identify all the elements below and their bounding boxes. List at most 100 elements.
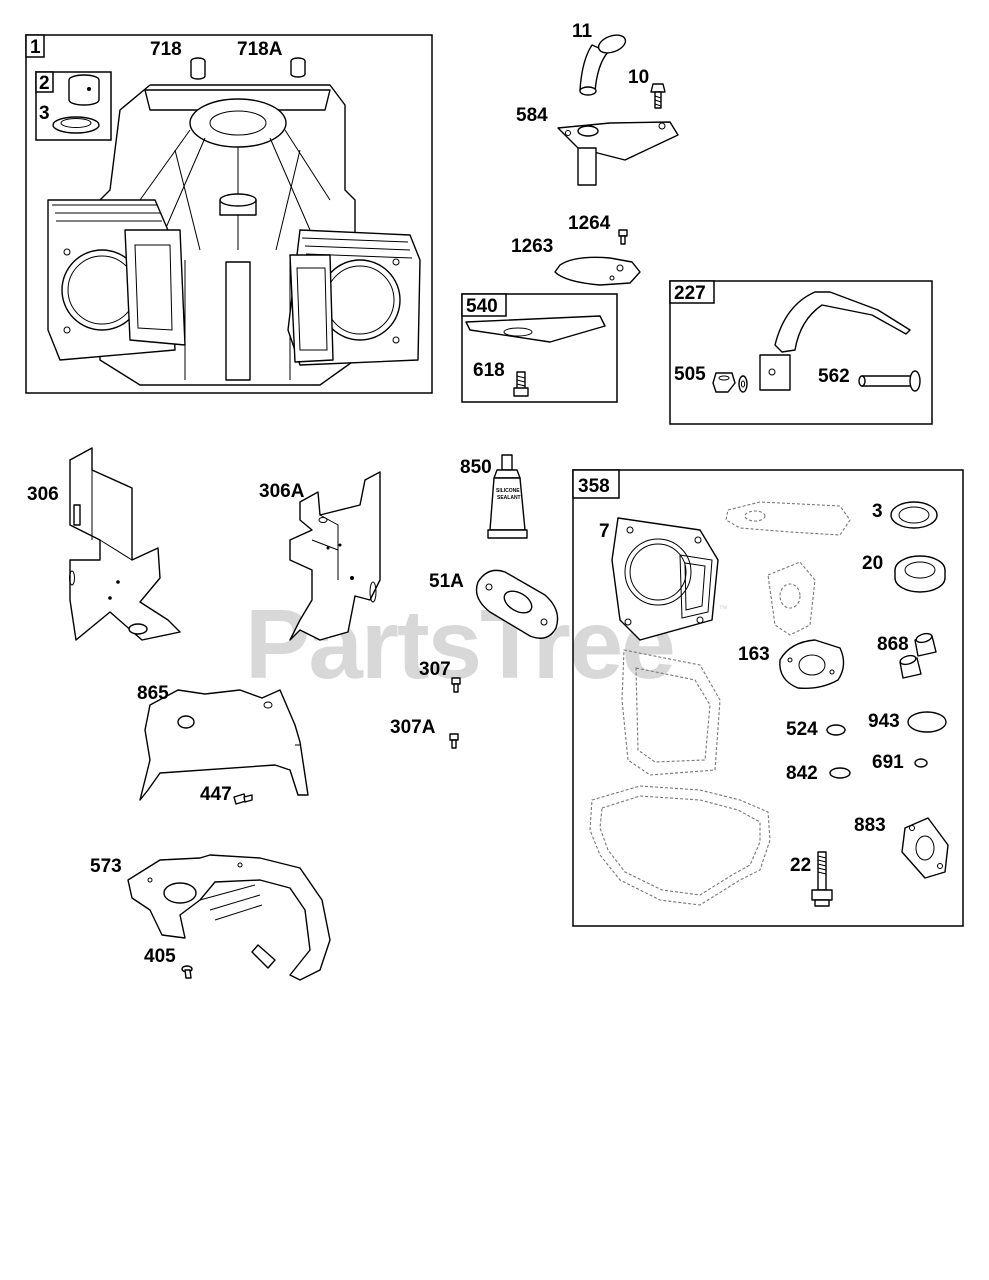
label-447: 447 bbox=[200, 784, 232, 805]
bracket-part-227[interactable] bbox=[774, 291, 911, 353]
bushing-part-2[interactable] bbox=[68, 74, 100, 106]
dashed-gasket-cover bbox=[621, 649, 721, 776]
plate-part-865[interactable] bbox=[139, 689, 309, 801]
breather-plate-part-584[interactable] bbox=[557, 121, 679, 186]
cylinder-block-part-1[interactable] bbox=[47, 84, 421, 386]
label-51A: 51A bbox=[429, 571, 464, 592]
gasket-part-883[interactable] bbox=[901, 817, 949, 879]
screw-part-618[interactable] bbox=[513, 371, 529, 397]
label-573: 573 bbox=[90, 856, 122, 877]
label-307: 307 bbox=[419, 659, 451, 680]
group-358-tag: 358 bbox=[578, 476, 610, 497]
nut-part-505[interactable] bbox=[712, 372, 736, 393]
group-227-frame bbox=[669, 280, 933, 425]
group-227-bracket-kit[interactable]: 227 505 562 bbox=[669, 280, 933, 425]
elbow-part-11[interactable] bbox=[579, 32, 628, 96]
sealant-tube-text-1: SILICONE bbox=[496, 488, 520, 494]
screw-part-307A[interactable] bbox=[449, 733, 459, 749]
dashed-gasket-top-hole bbox=[744, 510, 766, 522]
oring-part-691[interactable] bbox=[914, 758, 928, 768]
dowel-part-718A[interactable] bbox=[290, 57, 306, 78]
cover-part-1263[interactable] bbox=[554, 256, 641, 286]
label-22: 22 bbox=[790, 855, 811, 876]
shield-part-573[interactable] bbox=[127, 854, 331, 981]
dowel-part-718[interactable] bbox=[190, 57, 206, 80]
screw-part-10[interactable] bbox=[650, 83, 666, 109]
bolt-part-22[interactable] bbox=[811, 851, 833, 907]
group-1-tag-box bbox=[25, 34, 45, 58]
label-850: 850 bbox=[460, 457, 492, 478]
group-358-frame bbox=[572, 469, 964, 927]
label-584: 584 bbox=[516, 105, 548, 126]
group-2-tag-box bbox=[35, 71, 54, 93]
label-718A: 718A bbox=[237, 39, 283, 60]
oring-part-842[interactable] bbox=[829, 767, 851, 779]
label-3-kit: 3 bbox=[872, 501, 883, 522]
label-618: 618 bbox=[473, 360, 505, 381]
dashed-gasket-mid-hole bbox=[779, 583, 801, 609]
group-540-tag: 540 bbox=[466, 296, 498, 317]
label-505: 505 bbox=[674, 364, 706, 385]
group-540-tag-box bbox=[461, 293, 507, 317]
dashed-gasket-mid bbox=[767, 561, 816, 636]
label-306: 306 bbox=[27, 484, 59, 505]
head-gasket-part-7[interactable] bbox=[611, 517, 719, 641]
baffle-part-306A[interactable] bbox=[289, 471, 381, 641]
label-1264: 1264 bbox=[568, 213, 611, 234]
label-718: 718 bbox=[150, 39, 182, 60]
label-306A: 306A bbox=[259, 481, 305, 502]
group-358-tag-box bbox=[572, 469, 620, 499]
gasket-part-163[interactable] bbox=[779, 639, 845, 690]
label-163: 163 bbox=[738, 644, 770, 665]
label-865: 865 bbox=[137, 683, 169, 704]
group-1-tag: 1 bbox=[30, 37, 41, 58]
washer-part-505[interactable] bbox=[738, 375, 748, 393]
label-20: 20 bbox=[862, 553, 883, 574]
label-691: 691 bbox=[872, 752, 904, 773]
screw-part-1264[interactable] bbox=[618, 229, 628, 245]
sealant-tube-part-850[interactable]: SILICONE SEALANT bbox=[487, 454, 528, 539]
gasket-part-51A[interactable] bbox=[475, 569, 559, 639]
baffle-part-540[interactable] bbox=[465, 315, 606, 343]
label-842: 842 bbox=[786, 763, 818, 784]
baffle-part-306[interactable] bbox=[69, 447, 181, 641]
screw-part-307[interactable] bbox=[451, 677, 461, 693]
label-405: 405 bbox=[144, 946, 176, 967]
dashed-gasket-sump-inner bbox=[599, 795, 761, 896]
dashed-gasket-sump bbox=[589, 785, 771, 906]
label-307A: 307A bbox=[390, 717, 436, 738]
group-227-tag-box bbox=[669, 280, 715, 304]
pin-part-562[interactable] bbox=[858, 370, 921, 392]
label-868: 868 bbox=[877, 634, 909, 655]
label-943: 943 bbox=[868, 711, 900, 732]
group-1-cylinder-assembly[interactable]: 1 2 3 718 718A bbox=[25, 34, 433, 394]
group-540-baffle-kit[interactable]: 540 618 bbox=[461, 293, 618, 403]
group-1-frame bbox=[25, 34, 433, 394]
group-2-frame bbox=[35, 71, 112, 141]
screw-part-447[interactable] bbox=[233, 793, 253, 805]
sealant-tube-text-2: SEALANT bbox=[497, 495, 521, 501]
label-1263: 1263 bbox=[511, 236, 553, 257]
label-10: 10 bbox=[628, 67, 649, 88]
seal-part-3[interactable] bbox=[52, 116, 100, 134]
plug-part-868[interactable] bbox=[899, 632, 937, 679]
group-358-gasket-set[interactable]: 358 7 3 20 bbox=[572, 469, 964, 927]
oring-part-524[interactable] bbox=[826, 724, 846, 736]
label-11: 11 bbox=[572, 21, 593, 42]
group-2-tag: 2 bbox=[39, 73, 50, 94]
oring-part-943[interactable] bbox=[907, 711, 947, 733]
dashed-gasket-top bbox=[725, 501, 851, 536]
label-562: 562 bbox=[818, 366, 850, 387]
seal-part-20[interactable] bbox=[894, 555, 946, 593]
group-540-frame bbox=[461, 293, 618, 403]
watermark-trademark: ™ bbox=[718, 604, 728, 615]
group-227-tag: 227 bbox=[674, 283, 706, 304]
dashed-gasket-cover-inner bbox=[635, 667, 711, 763]
screw-part-405[interactable] bbox=[181, 965, 193, 979]
label-524: 524 bbox=[786, 719, 818, 740]
label-7: 7 bbox=[599, 521, 610, 542]
label-3: 3 bbox=[39, 103, 50, 124]
seal-part-3-kit[interactable] bbox=[890, 501, 938, 529]
label-883: 883 bbox=[854, 815, 886, 836]
